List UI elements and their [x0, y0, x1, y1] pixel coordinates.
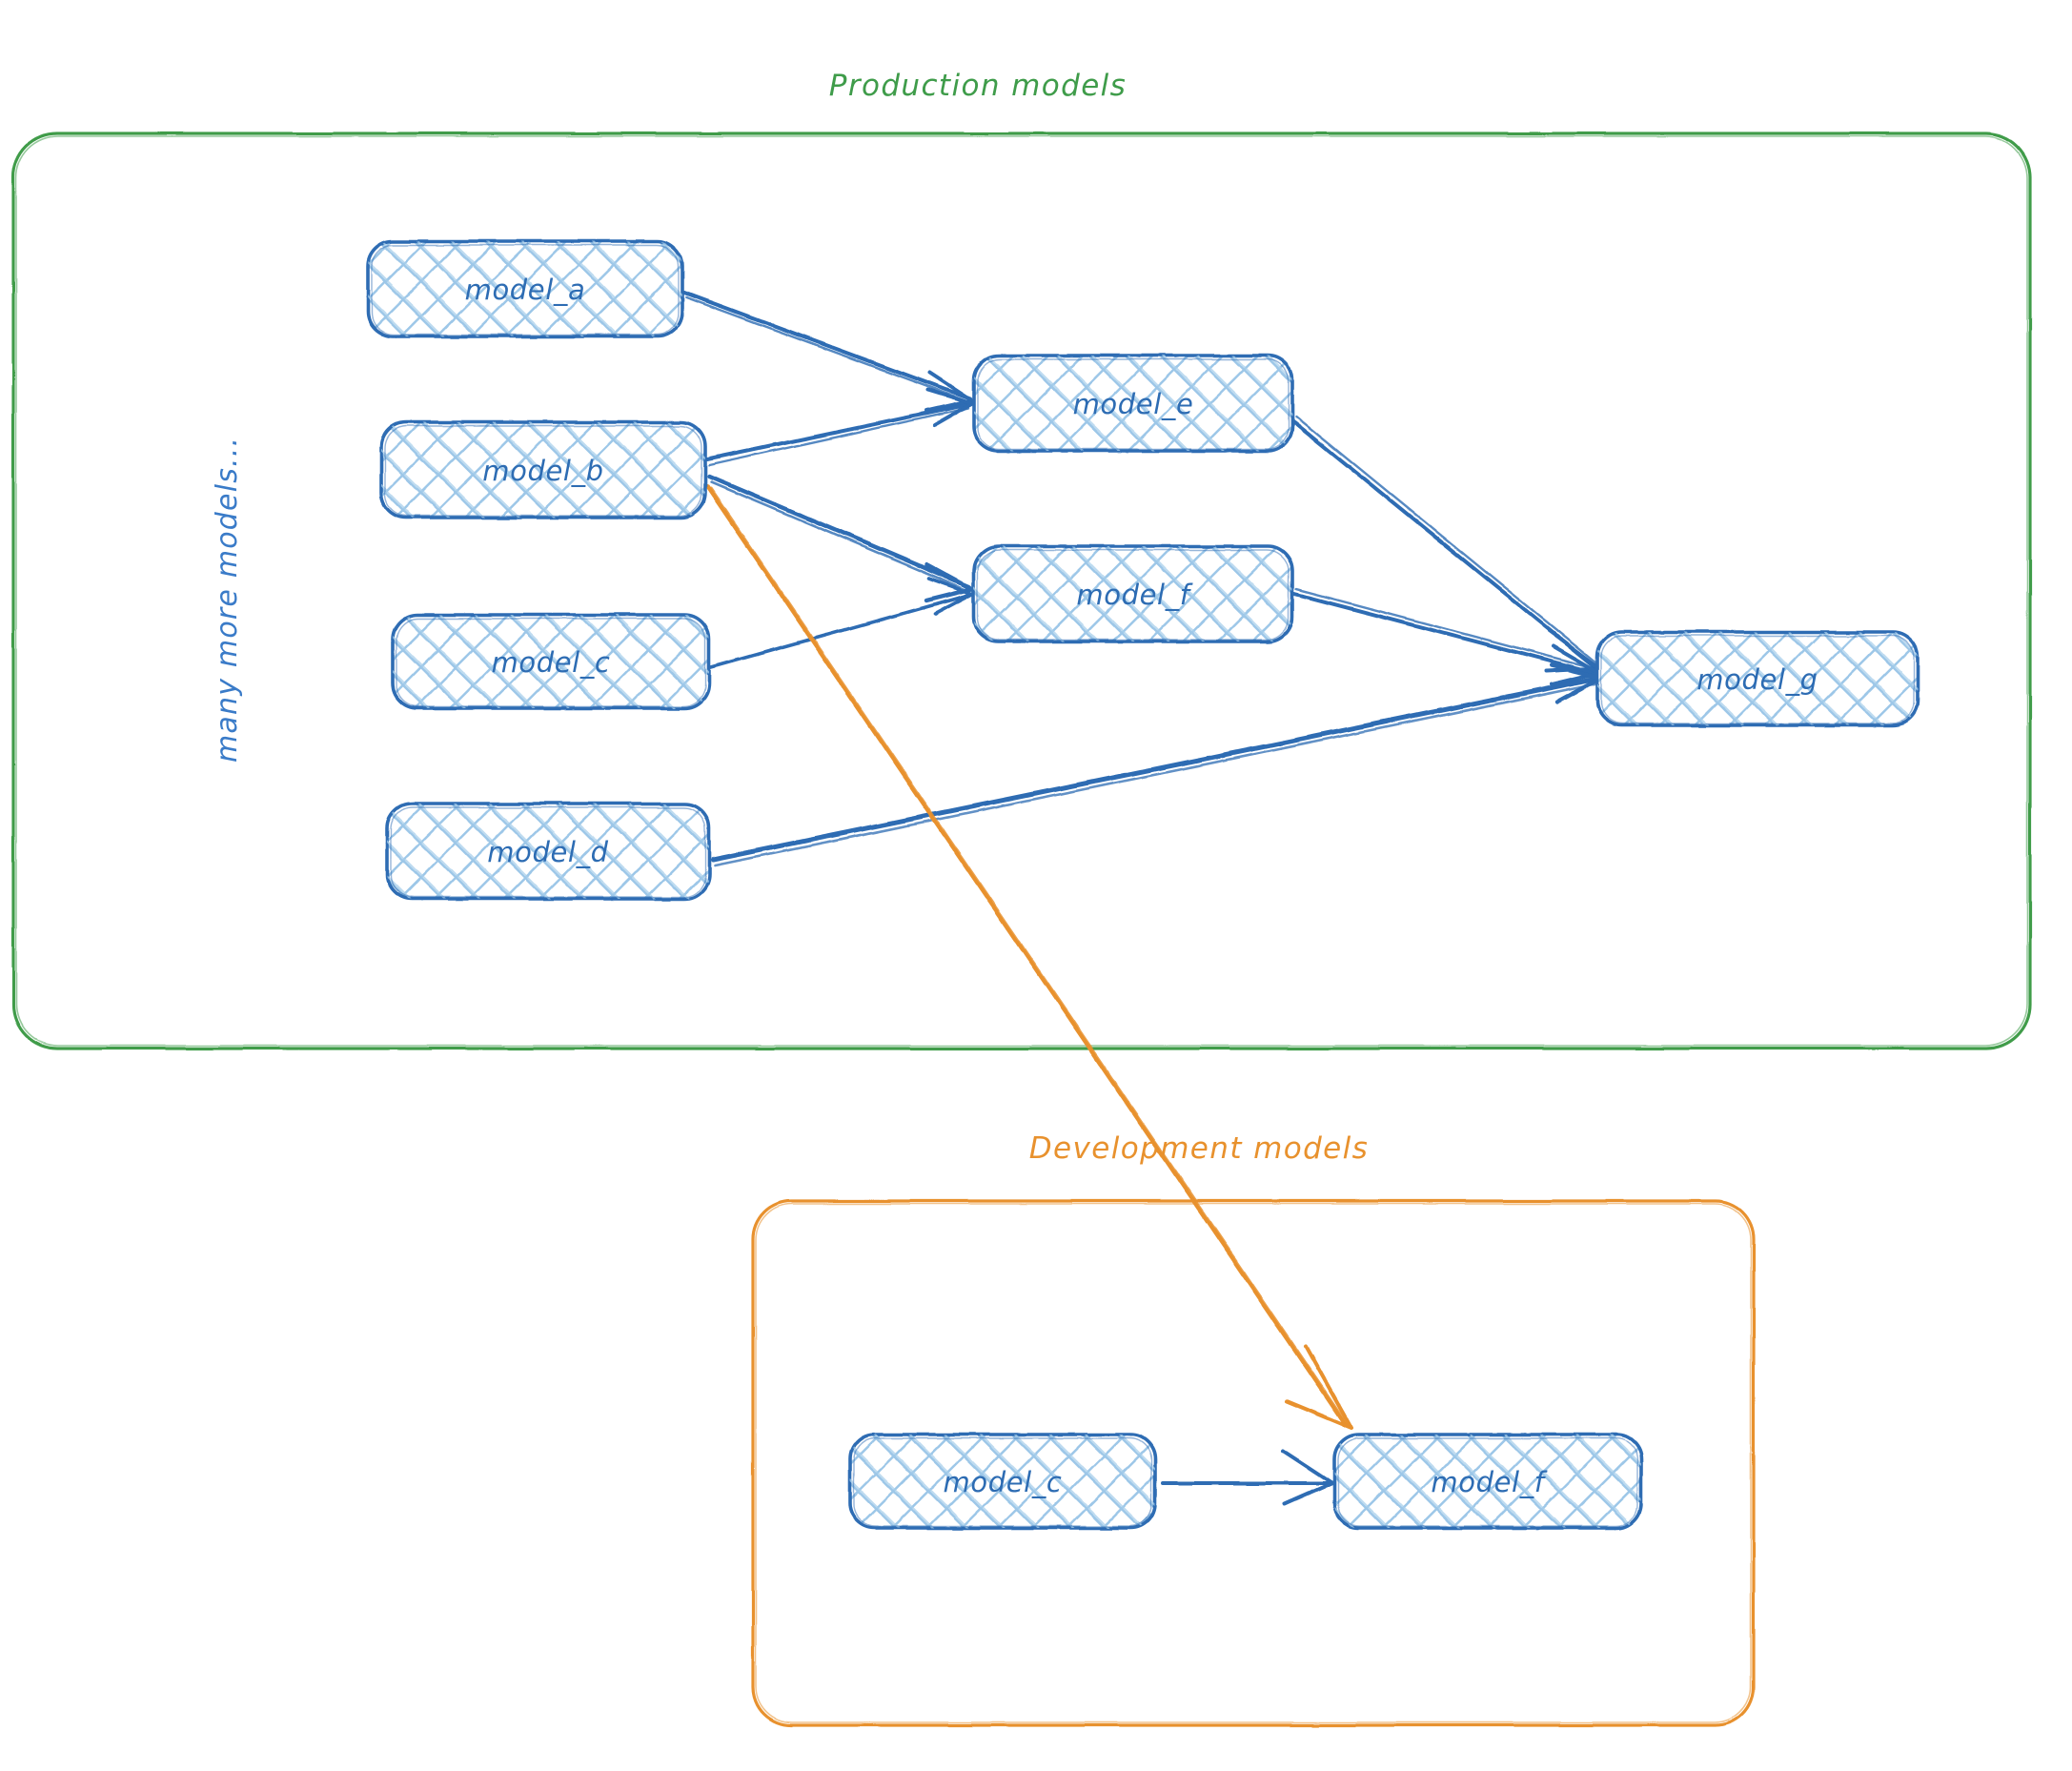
- node-label: model_f: [1076, 579, 1192, 611]
- edge-b-to-e: [705, 388, 974, 467]
- node-label: model_c: [492, 646, 611, 679]
- node-prod-model-b[interactable]: model_b: [379, 420, 707, 519]
- nodes-layer: model_a model_b model_c: [366, 239, 1920, 1530]
- node-prod-model-a[interactable]: model_a: [366, 239, 684, 338]
- edge-a-to-e: [682, 291, 974, 413]
- node-prod-model-f[interactable]: model_f: [972, 544, 1294, 643]
- edge-d-to-g: [710, 662, 1604, 867]
- edge-devc-to-devf: [1161, 1449, 1334, 1506]
- group-container-production: [11, 132, 2032, 1050]
- node-dev-model-f[interactable]: model_f: [1332, 1433, 1643, 1530]
- many-more-models-note: many more models...: [211, 437, 244, 763]
- node-label: model_d: [487, 836, 608, 868]
- edges-layer: [682, 291, 1604, 1506]
- edge-prodb-to-devf: [705, 484, 1353, 1430]
- node-prod-model-e[interactable]: model_e: [972, 354, 1294, 453]
- node-label: model_f: [1431, 1466, 1547, 1498]
- production-group-label: Production models: [829, 69, 1127, 103]
- node-prod-model-c[interactable]: model_c: [391, 613, 711, 710]
- node-label: model_g: [1696, 663, 1818, 696]
- edge-b-to-f: [706, 474, 975, 603]
- node-label: model_a: [465, 274, 586, 306]
- node-label: model_c: [944, 1466, 1063, 1498]
- node-prod-model-d[interactable]: model_d: [385, 802, 711, 901]
- group-container-development: [751, 1199, 1756, 1727]
- development-group-label: Development models: [1029, 1131, 1369, 1166]
- edge-c-to-f: [709, 577, 974, 669]
- node-prod-model-g[interactable]: model_g: [1595, 630, 1920, 727]
- node-label: model_e: [1073, 388, 1194, 420]
- node-label: model_b: [482, 455, 603, 487]
- node-dev-model-c[interactable]: model_c: [848, 1433, 1157, 1530]
